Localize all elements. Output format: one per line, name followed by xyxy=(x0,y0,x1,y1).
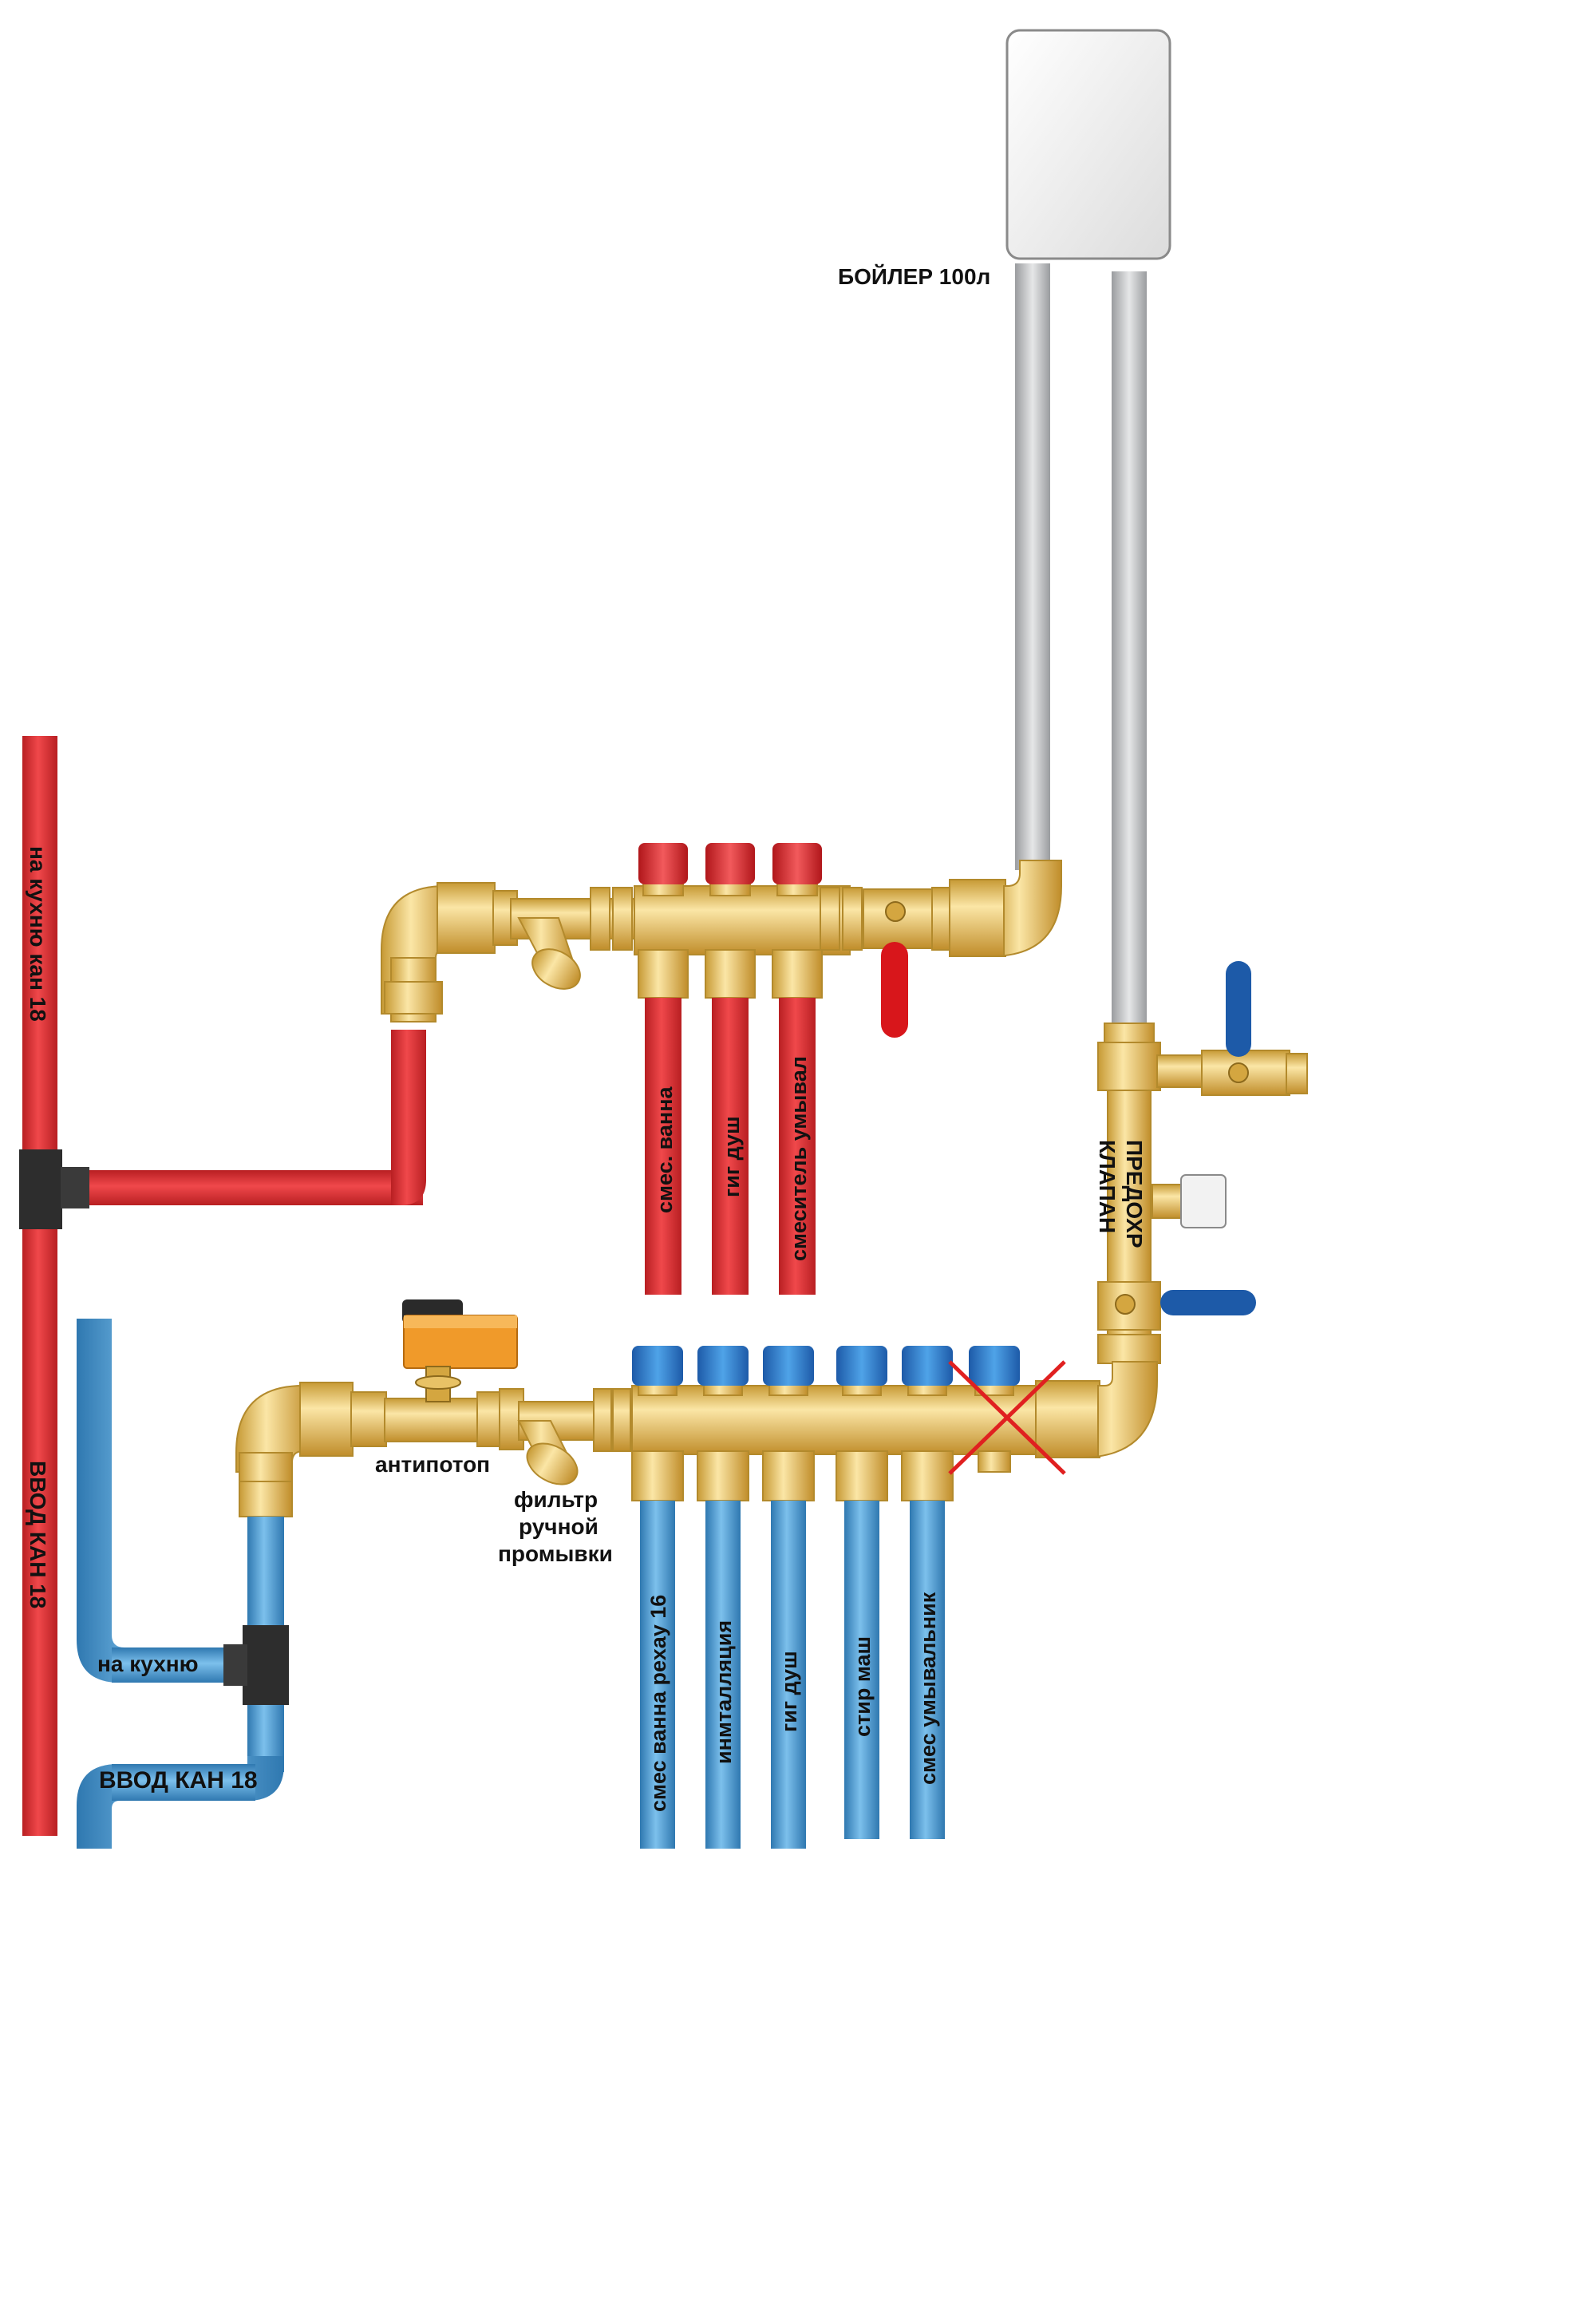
hot-manifold xyxy=(381,860,1062,1023)
cold-tee xyxy=(223,1625,289,1705)
hot-riser-label: на кухню кан 18 xyxy=(26,846,50,1022)
cold-cap-3 xyxy=(763,1346,814,1386)
antipotop-actuator xyxy=(402,1299,518,1402)
safety-valve-assembly xyxy=(1097,1023,1308,1364)
hot-outlet-label-3: смеситель умывал xyxy=(787,1056,811,1261)
cold-outlet-pipe-1 xyxy=(640,1501,675,1849)
hot-riser-pipe xyxy=(22,736,57,1836)
hot-outlet-pipe-2 xyxy=(712,998,749,1295)
safety-valve-label-2: КЛАПАН xyxy=(1095,1140,1120,1233)
hot-tee xyxy=(19,1149,89,1229)
cold-outlet-label-4: стир маш xyxy=(851,1636,875,1737)
inlet-label: ВВОД КАН 18 xyxy=(99,1767,258,1794)
removed-outlet-cross xyxy=(948,1360,1066,1475)
cold-outlet-label-2: инмталляция xyxy=(712,1620,736,1764)
hot-outlet-label-2: гиг душ xyxy=(720,1116,744,1197)
cold-cap-1 xyxy=(632,1346,683,1386)
boiler-cold-pipe xyxy=(1112,271,1147,1030)
hot-valve-handle[interactable] xyxy=(881,942,908,1038)
filter-label-3: промывки xyxy=(498,1541,613,1566)
hot-cap-2 xyxy=(705,843,755,884)
hot-cap-3 xyxy=(772,843,822,884)
kitchen-branch-pipe xyxy=(77,1319,239,1683)
cold-outlet-pipe-5 xyxy=(910,1501,945,1839)
cold-cap-5 xyxy=(902,1346,953,1386)
cold-outlet-pipe-3 xyxy=(771,1501,806,1849)
cold-cap-4 xyxy=(836,1346,887,1386)
hot-outlet-pipe-3 xyxy=(779,998,816,1295)
cold-outlet-label-5: смес умывальник xyxy=(916,1592,940,1785)
hot-branch-horizontal xyxy=(56,1170,423,1205)
cold-inlet-horizontal xyxy=(112,1764,255,1801)
safety-valve-label-1: ПРЕДОХР xyxy=(1122,1140,1147,1248)
filter-label-1: фильтр xyxy=(514,1487,598,1512)
filter-label-2: ручной xyxy=(519,1514,598,1539)
boiler-hot-pipe xyxy=(1015,263,1050,870)
to-kitchen-label: на кухню xyxy=(97,1651,199,1676)
cold-outlet-label-1: смес ванна рехау 16 xyxy=(646,1595,670,1812)
hot-valve-nut xyxy=(885,901,906,922)
cold-valve-handle[interactable] xyxy=(1160,1290,1256,1315)
cold-manifold xyxy=(235,1361,1158,1517)
cold-outlet-pipe-2 xyxy=(705,1501,741,1849)
cold-cap-2 xyxy=(697,1346,749,1386)
boiler-label: БОЙЛЕР 100л xyxy=(838,263,990,289)
cold-riser-label: ВВОД КАН 18 xyxy=(26,1461,50,1608)
cold-outlet-pipe-4 xyxy=(844,1501,879,1839)
drain-valve-handle[interactable] xyxy=(1226,961,1251,1057)
cold-cap-6 xyxy=(969,1346,1020,1386)
hot-cap-1 xyxy=(638,843,688,884)
boiler xyxy=(1005,29,1171,260)
hot-branch-vertical xyxy=(391,1030,426,1181)
hot-outlet-pipe-1 xyxy=(645,998,681,1295)
antipotop-label: антипотоп xyxy=(375,1452,490,1477)
hot-outlet-label-1: смес. ванна xyxy=(653,1086,677,1213)
cold-outlet-label-3: гиг душ xyxy=(777,1651,801,1732)
